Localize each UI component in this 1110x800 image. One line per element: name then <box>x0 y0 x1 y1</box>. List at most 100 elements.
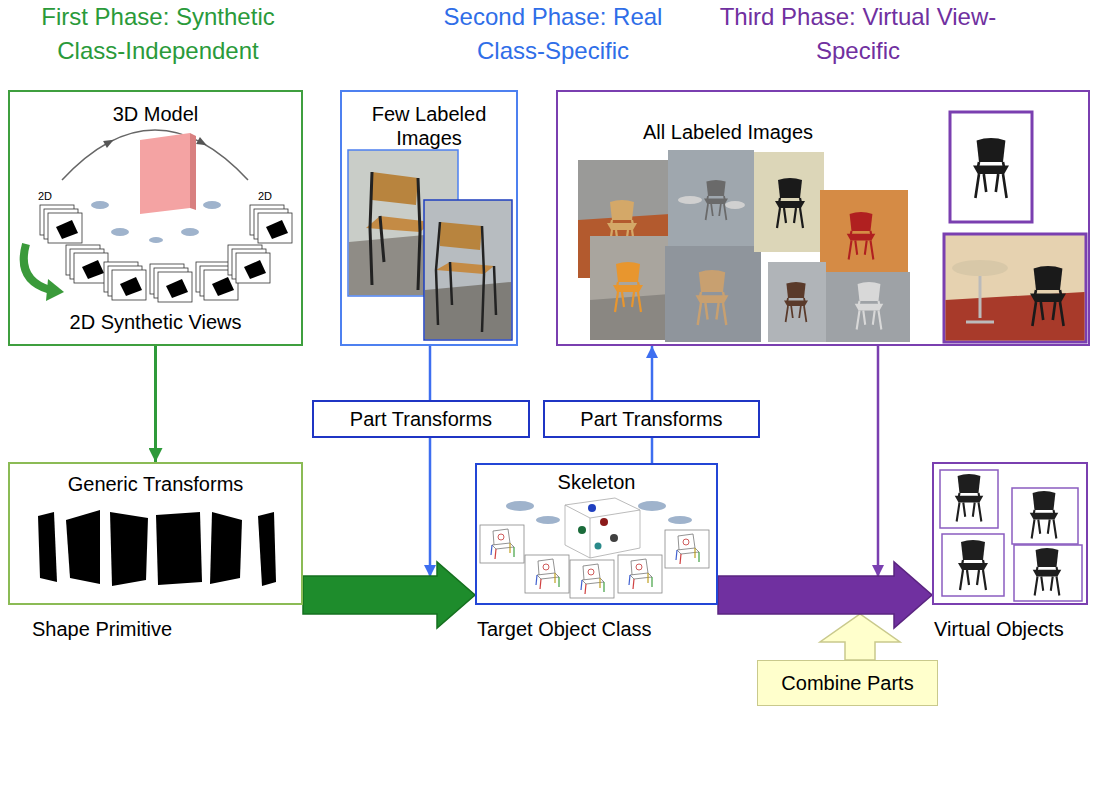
stage-panel: Generic TransformsShape Primitive <box>8 462 303 605</box>
flow-connector <box>652 346 653 400</box>
virtual-objects-illustration <box>955 474 984 522</box>
skeleton-illustration <box>480 525 524 563</box>
model-views-illustration <box>66 245 108 283</box>
labeled-photos-collage <box>665 246 761 342</box>
shape-primitive-quads <box>110 512 148 586</box>
flow-connector <box>155 346 156 462</box>
model-views-illustration <box>181 228 199 236</box>
skeleton-illustration <box>595 543 602 550</box>
labeled-photos-collage <box>725 201 745 209</box>
few-photos-illustration <box>424 200 512 340</box>
shape-primitive-quads <box>38 510 276 586</box>
labeled-photos-collage <box>775 178 805 228</box>
labeled-photos-collage <box>1030 266 1066 326</box>
skeleton-illustration <box>506 501 534 511</box>
model-views-illustration <box>104 262 146 300</box>
view-label: 2D <box>38 190 52 203</box>
skeleton-illustration <box>536 516 560 524</box>
flow-connector <box>303 562 475 628</box>
view-label: 2D <box>258 190 272 203</box>
flow-arrow <box>820 614 900 660</box>
panel-title: Few Labeled Images <box>359 102 499 150</box>
model-views-illustration <box>91 201 109 209</box>
flow-connector <box>878 346 932 595</box>
virtual-objects-illustration <box>940 470 1082 601</box>
shape-primitive-quads <box>258 512 276 586</box>
process-box: Part Transforms <box>543 400 760 438</box>
labeled-photos-collage <box>950 112 1032 222</box>
model-views-illustration <box>24 244 50 290</box>
model-views-illustration <box>149 237 163 243</box>
flow-connector <box>718 562 932 628</box>
skeleton-illustration <box>570 560 614 598</box>
panel-title: Skeleton <box>558 470 636 494</box>
skeleton-illustration <box>618 555 662 593</box>
labeled-photos-collage <box>678 196 702 204</box>
box-label: Combine Parts <box>781 671 913 695</box>
skeleton-illustration <box>610 534 618 542</box>
virtual-objects-illustration <box>1014 545 1082 601</box>
model-views-illustration <box>196 137 207 145</box>
model-views-illustration <box>203 201 221 209</box>
skeleton-illustration <box>668 516 692 524</box>
panel-title: Generic Transforms <box>68 472 244 496</box>
labeled-photos-collage <box>696 270 729 325</box>
labeled-photos-collage <box>590 294 670 340</box>
labeled-photos-collage <box>768 262 826 342</box>
connector-line <box>878 346 932 595</box>
shape-primitive-quads <box>66 510 100 584</box>
input-panel: Few Labeled Images <box>340 90 518 346</box>
labeled-photos-collage <box>826 272 910 342</box>
model-views-illustration <box>250 205 292 243</box>
phase-heading: First Phase: Synthetic Class-Independent <box>18 0 298 68</box>
box-label: Part Transforms <box>580 407 722 431</box>
input-panel: All Labeled Images <box>556 90 1090 346</box>
model-views-illustration <box>140 133 190 214</box>
panel-caption: Target Object Class <box>477 617 652 641</box>
stage-panel: SkeletonTarget Object Class <box>475 463 718 605</box>
labeled-photos-collage <box>952 260 1008 276</box>
flow-arrow <box>303 562 475 628</box>
panel-caption: Virtual Objects <box>934 617 1064 641</box>
skeleton-illustration <box>578 526 586 534</box>
shape-primitive-quads <box>210 512 242 584</box>
connector-line <box>651 346 654 400</box>
virtual-objects-illustration <box>958 540 988 590</box>
few-photos-illustration <box>366 216 432 232</box>
process-box: Part Transforms <box>312 400 530 438</box>
model-views-illustration <box>228 245 270 283</box>
few-photos-illustration <box>348 150 512 340</box>
few-photos-illustration <box>440 222 482 250</box>
labeled-photos-collage <box>944 234 1086 342</box>
input-box: Combine Parts <box>757 660 938 706</box>
labeled-photos-collage <box>847 212 876 260</box>
virtual-objects-illustration <box>940 470 998 528</box>
skeleton-illustration <box>588 504 596 512</box>
shape-primitive-quads <box>156 512 202 585</box>
connector-line <box>429 346 432 400</box>
labeled-photos-collage <box>820 190 908 278</box>
labeled-photos-collage <box>754 152 824 252</box>
virtual-objects-illustration <box>942 534 1004 596</box>
skeleton-illustration <box>600 518 608 526</box>
stage-panel: Virtual Objects <box>932 462 1088 605</box>
model-views-illustration <box>190 133 196 210</box>
model-views-illustration <box>46 279 64 301</box>
labeled-photos-collage <box>966 276 994 322</box>
virtual-objects-illustration <box>1030 491 1059 539</box>
labeled-photos-collage <box>613 262 643 312</box>
model-views-illustration <box>111 228 129 236</box>
labeled-photos-collage <box>784 282 808 322</box>
skeleton-illustration <box>665 530 709 568</box>
model-views-illustration <box>103 140 114 148</box>
shape-primitive-quads <box>38 512 57 582</box>
labeled-photos-collage <box>668 150 754 248</box>
virtual-objects-illustration <box>1012 488 1078 544</box>
labeled-photos-collage <box>590 236 670 340</box>
skeleton-illustration <box>565 498 640 558</box>
phase-heading: Second Phase: Real Class-Specific <box>413 0 693 68</box>
flow-connector <box>652 438 653 463</box>
labeled-photos-collage <box>578 112 1086 342</box>
panel-title: All Labeled Images <box>643 120 813 144</box>
